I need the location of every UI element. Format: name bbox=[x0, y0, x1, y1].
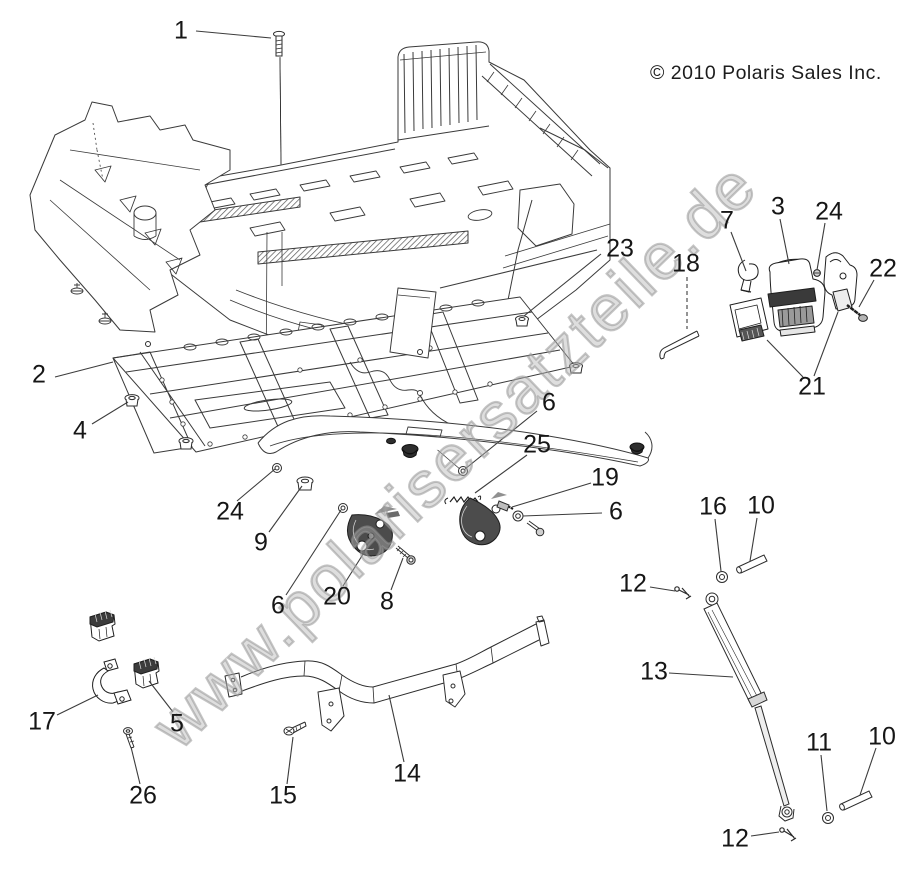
nut-part-16-art bbox=[716, 571, 728, 583]
clip-part-12a-art bbox=[674, 586, 692, 600]
flange-nut-part-9 bbox=[296, 476, 314, 491]
left-fender-art bbox=[29, 101, 231, 333]
clip-part-5-art bbox=[133, 656, 160, 689]
gas-strut-part-13-art bbox=[703, 592, 795, 822]
frame-hardware-art bbox=[124, 315, 583, 513]
pin-part-10a-art bbox=[736, 554, 768, 574]
crossbar-part-14-art bbox=[224, 615, 550, 732]
latch-assembly-part-21-art bbox=[729, 252, 868, 342]
module-part-21-art bbox=[729, 297, 769, 342]
leader-lines bbox=[54, 30, 877, 837]
bracket-part-21-art bbox=[823, 252, 858, 312]
screw-part-24-art bbox=[813, 269, 821, 277]
clamp-part-17-art bbox=[92, 658, 132, 705]
bolt-part-22-art bbox=[846, 304, 868, 322]
pin-part-10b-art bbox=[839, 790, 873, 811]
flange-nut-part-4 bbox=[124, 394, 140, 407]
flange-nut-part-23 bbox=[515, 315, 529, 327]
copyright-text: © 2010 Polaris Sales Inc. bbox=[650, 62, 882, 84]
bolt-part-8-art bbox=[395, 545, 416, 565]
nut-part-24-left bbox=[272, 463, 282, 473]
flange-nut bbox=[569, 362, 583, 374]
screw-part-15-art bbox=[283, 721, 307, 736]
clip-part-12b-art bbox=[779, 827, 797, 842]
bolt-part-1-art bbox=[273, 30, 285, 165]
nut-part-6b-art bbox=[512, 510, 545, 537]
bumper-frame-art bbox=[257, 415, 653, 467]
latch-part-25-art bbox=[444, 492, 514, 546]
nut-part-11-art bbox=[822, 812, 834, 824]
flange-nut bbox=[178, 437, 194, 450]
bolt-part-19-art bbox=[496, 500, 510, 512]
latch-part-3-art bbox=[767, 258, 826, 337]
clip-part-5b-art bbox=[89, 609, 116, 642]
screw-part-26-art bbox=[123, 727, 135, 749]
rod-part-18-art bbox=[659, 330, 700, 360]
frame-part-2-art bbox=[112, 287, 576, 471]
latch-part-20-art bbox=[347, 506, 400, 557]
clip-part-7-art bbox=[737, 259, 759, 293]
